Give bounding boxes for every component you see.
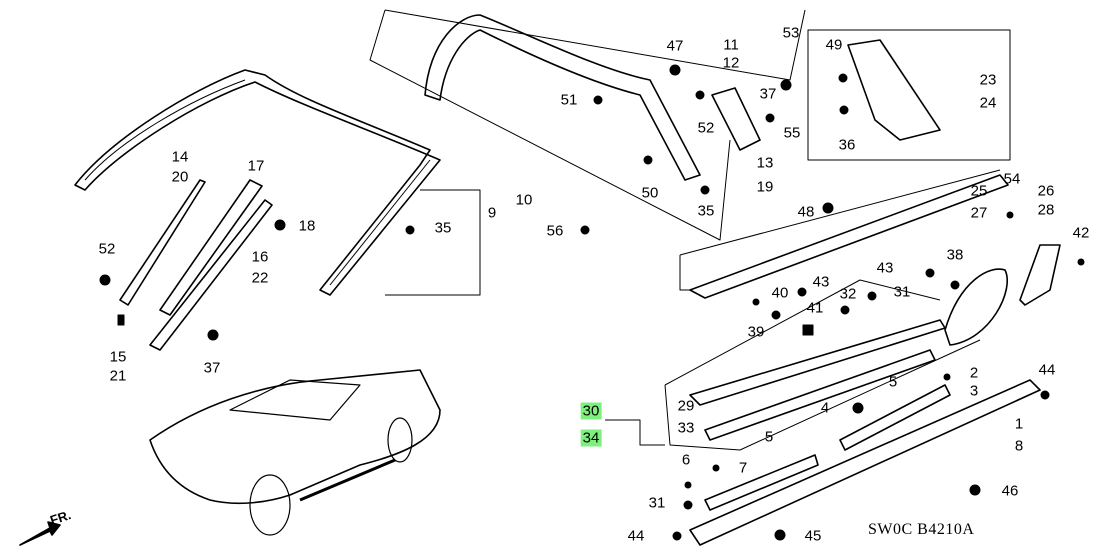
callout-6: 6 <box>681 451 691 469</box>
callout-35: 35 <box>697 202 715 220</box>
callout-10: 10 <box>515 191 533 209</box>
callout-9: 9 <box>487 204 497 222</box>
callout-24: 24 <box>979 94 997 112</box>
callout-38: 38 <box>946 246 964 264</box>
callout-51: 51 <box>560 91 578 109</box>
pillar-molding-14 <box>119 179 206 306</box>
callout-37: 37 <box>203 359 221 377</box>
callout-49: 49 <box>825 36 843 54</box>
callout-54: 54 <box>1003 170 1021 188</box>
callout-14: 14 <box>171 148 189 166</box>
callout-50: 50 <box>641 184 659 202</box>
callout-30-highlighted[interactable]: 30 <box>580 402 602 420</box>
callout-27: 27 <box>970 204 988 222</box>
callout-43: 43 <box>812 273 830 291</box>
callout-40: 40 <box>771 284 789 302</box>
callout-34-highlighted[interactable]: 34 <box>580 429 602 447</box>
side-sill-1 <box>689 379 1041 546</box>
callout-25: 25 <box>970 182 988 200</box>
door-molding-29 <box>689 319 946 406</box>
bracket-11 <box>711 87 761 151</box>
callout-39: 39 <box>747 323 765 341</box>
callout-33: 33 <box>677 419 695 437</box>
diagram-code: SW0C B4210A <box>868 521 975 538</box>
callout-53: 53 <box>782 24 800 42</box>
front-arrow-icon <box>19 521 61 546</box>
callout-32: 32 <box>839 285 857 303</box>
callout-37: 37 <box>759 85 777 103</box>
callout-47: 47 <box>666 37 684 55</box>
callout-41: 41 <box>806 299 824 317</box>
group-outline-10 <box>384 9 806 81</box>
callout-5: 5 <box>888 373 898 391</box>
callout-43: 43 <box>876 259 894 277</box>
callout-36: 36 <box>838 136 856 154</box>
quarter-trim-23 <box>847 39 941 141</box>
callout-22: 22 <box>251 269 269 287</box>
pillar-molding-17 <box>159 179 263 316</box>
callout-20: 20 <box>171 168 189 186</box>
garnish-13 <box>689 174 1009 299</box>
callout-26: 26 <box>1037 182 1055 200</box>
callout-56: 56 <box>546 222 564 240</box>
callout-11: 11 <box>723 36 739 54</box>
windshield-frame <box>74 69 441 296</box>
callout-23: 23 <box>979 71 997 89</box>
callout-52: 52 <box>98 240 116 258</box>
callout-42: 42 <box>1072 224 1090 242</box>
callout-8: 8 <box>1014 437 1024 455</box>
callout-45: 45 <box>804 527 822 545</box>
roof-arch <box>424 14 701 181</box>
callout-31: 31 <box>893 283 911 301</box>
callout-5: 5 <box>764 428 774 446</box>
car-outline <box>149 369 441 505</box>
callout-18: 18 <box>298 217 316 235</box>
callout-48: 48 <box>797 203 815 221</box>
callout-35: 35 <box>434 219 452 237</box>
door-molding-33 <box>704 349 936 441</box>
callout-21: 21 <box>109 367 127 385</box>
callout-31: 31 <box>648 494 666 512</box>
callout-52: 52 <box>697 119 715 137</box>
group-box-23 <box>807 29 1011 161</box>
callout-16: 16 <box>251 248 269 266</box>
sill-trim-5b <box>704 454 819 511</box>
callout-19: 19 <box>756 178 774 196</box>
sill-trim-5 <box>839 384 951 451</box>
callout-46: 46 <box>1001 482 1019 500</box>
callout-4: 4 <box>820 399 830 417</box>
callout-12: 12 <box>722 54 740 72</box>
callout-44: 44 <box>1038 361 1056 379</box>
side-intake-25 <box>944 268 1008 346</box>
callout-28: 28 <box>1037 201 1055 219</box>
callout-55: 55 <box>783 124 801 142</box>
fasteners <box>99 64 1085 541</box>
callout-1: 1 <box>1014 415 1024 433</box>
callout-2: 2 <box>969 364 979 382</box>
grille-26 <box>1019 244 1061 306</box>
callout-15: 15 <box>109 348 127 366</box>
callout-29: 29 <box>677 397 695 415</box>
pillar-molding-16 <box>149 199 273 351</box>
callout-7: 7 <box>738 459 748 477</box>
callout-44: 44 <box>627 527 645 545</box>
callout-3: 3 <box>969 382 979 400</box>
callout-17: 17 <box>247 157 265 175</box>
callout-13: 13 <box>756 154 774 172</box>
